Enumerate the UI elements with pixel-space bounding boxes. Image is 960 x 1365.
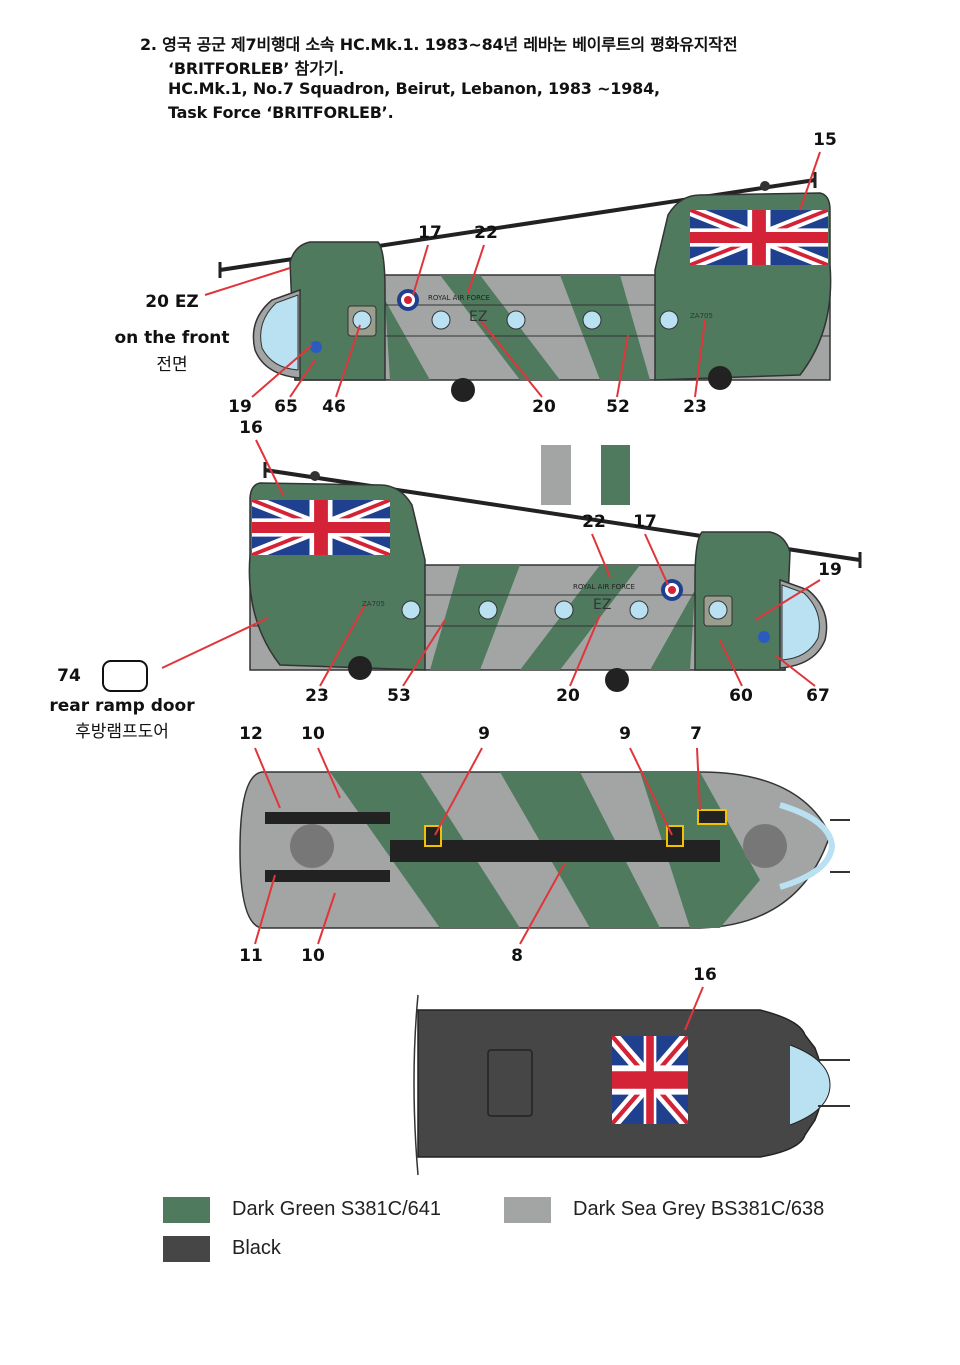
- legend-label-black: Black: [232, 1237, 281, 1259]
- legend-swatch-dark-green: [163, 1197, 210, 1223]
- callout-67: 67: [806, 686, 830, 706]
- callout-9b: 9: [619, 724, 631, 744]
- callout-17: 17: [418, 223, 442, 243]
- code-ez-view1: EZ: [469, 309, 488, 325]
- callout-65: 65: [274, 397, 298, 417]
- top-view: [239, 771, 850, 929]
- leader-lines: [161, 151, 821, 1031]
- callout-23: 23: [305, 686, 329, 706]
- title-korean-cont: ‘BRITFORLEB’ 참가기.: [168, 59, 345, 78]
- serial-view1: ZA705: [690, 312, 713, 320]
- callout-9: 9: [478, 724, 490, 744]
- legend-swatch-dark-sea-grey: [504, 1197, 551, 1223]
- callout-17: 17: [633, 512, 657, 532]
- side-view-left: [220, 172, 831, 402]
- callout-12: 12: [239, 724, 263, 744]
- title-korean: 2. 영국 공군 제7비행대 소속 HC.Mk.1. 1983~84년 레바논 …: [140, 35, 738, 54]
- note-on-the-front: on the front: [114, 328, 230, 348]
- title-english-cont: Task Force ‘BRITFORLEB’.: [168, 103, 394, 122]
- callout-23: 23: [683, 397, 707, 417]
- code-ez-view2: EZ: [593, 597, 612, 613]
- swatch-grey-sample: [541, 445, 571, 505]
- title-english: HC.Mk.1, No.7 Squadron, Beirut, Lebanon,…: [168, 79, 660, 98]
- callout-19: 19: [818, 560, 842, 580]
- callout-53: 53: [387, 686, 411, 706]
- callout-74: 74: [57, 666, 81, 686]
- note-20-ez: 20 EZ: [145, 292, 199, 312]
- callout-16-bottom: 16: [693, 965, 717, 985]
- note-rear-ramp-door: rear ramp door: [49, 696, 195, 716]
- legend-swatch-black: [163, 1236, 210, 1262]
- callout-20: 20: [556, 686, 580, 706]
- note-rear-ramp-korean: 후방램프도어: [75, 722, 169, 742]
- note-front-korean: 전면: [156, 355, 188, 375]
- callout-46: 46: [322, 397, 346, 417]
- legend-label-dark-sea-grey: Dark Sea Grey BS381C/638: [573, 1198, 825, 1220]
- raf-lettering-view2: ROYAL AIR FORCE: [573, 583, 635, 591]
- callout-7: 7: [690, 724, 702, 744]
- callout-22: 22: [474, 223, 498, 243]
- callout-60: 60: [729, 686, 753, 706]
- callout-11: 11: [239, 946, 263, 966]
- callout-19: 19: [228, 397, 252, 417]
- decal-74-outline: [102, 660, 148, 692]
- serial-view2: ZA705: [362, 600, 385, 608]
- callout-8: 8: [511, 946, 523, 966]
- callout-52: 52: [606, 397, 630, 417]
- bottom-view: [413, 994, 850, 1176]
- callout-15: 15: [813, 130, 837, 150]
- swatch-green-sample: [601, 445, 630, 505]
- callout-20: 20: [532, 397, 556, 417]
- callout-22: 22: [582, 512, 606, 532]
- callout-10: 10: [301, 724, 325, 744]
- callout-16: 16: [239, 418, 263, 438]
- raf-lettering-view1: ROYAL AIR FORCE: [428, 294, 490, 302]
- legend-label-dark-green: Dark Green S381C/641: [232, 1198, 442, 1220]
- callout-10b: 10: [301, 946, 325, 966]
